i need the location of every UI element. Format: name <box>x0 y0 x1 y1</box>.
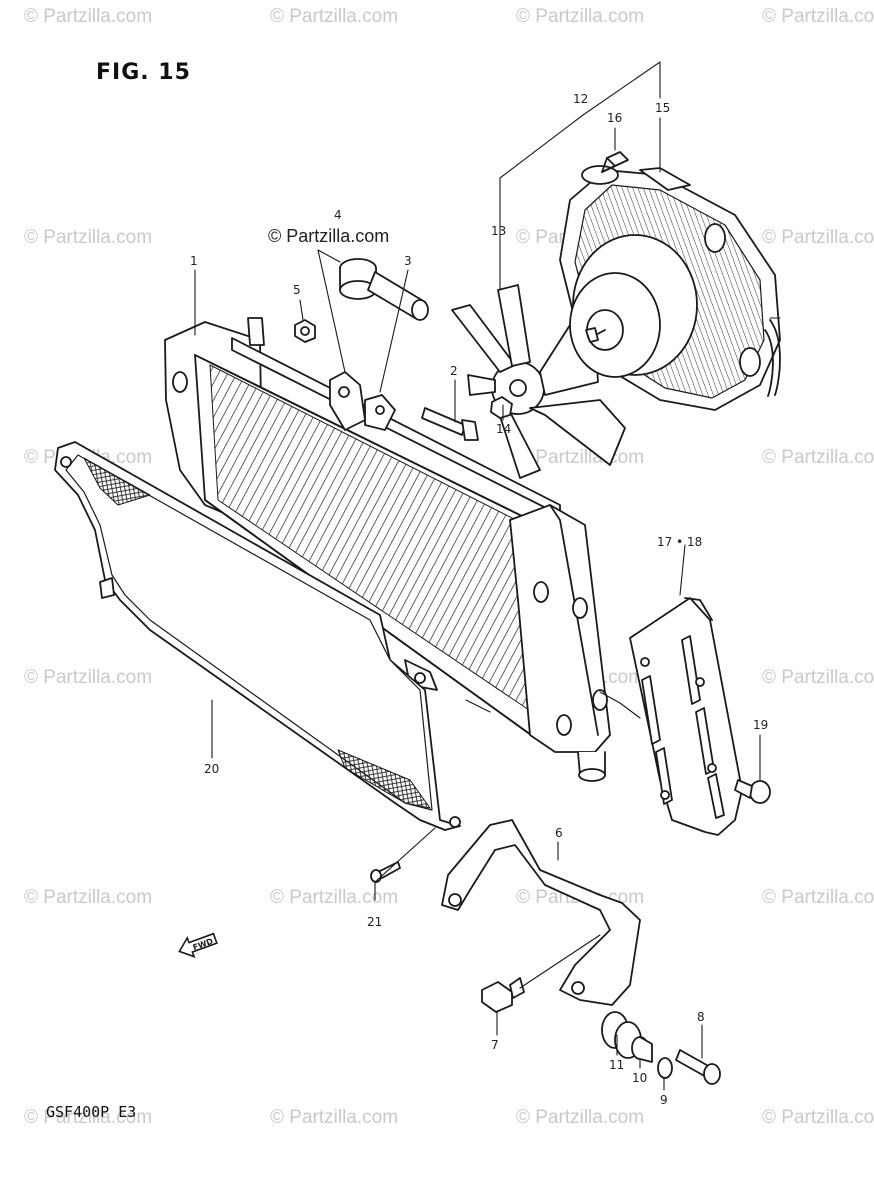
watermark: © Partzilla.com <box>270 6 399 27</box>
watermark: © Partzilla.com <box>762 1107 874 1128</box>
watermark: © Partzilla.com <box>24 6 153 27</box>
watermark: © Partzilla.com <box>762 667 874 688</box>
watermark: © Partzilla.com <box>270 887 399 908</box>
watermark: © Partzilla.com <box>762 887 874 908</box>
callout-20: 20 <box>204 762 220 776</box>
callout-19: 19 <box>753 718 769 732</box>
callout-8: 8 <box>697 1010 705 1024</box>
callout-13: 13 <box>491 224 507 238</box>
callout-12: 12 <box>573 92 589 106</box>
bolt-7 <box>481 977 525 1013</box>
callout-7: 7 <box>491 1038 499 1052</box>
watermark: © Partzilla.com <box>762 6 874 27</box>
collar-10 <box>631 1036 653 1063</box>
radiator <box>164 317 611 782</box>
radiator-guard <box>54 441 461 831</box>
callout-1: 1 <box>190 254 198 268</box>
nut-14 <box>490 396 513 419</box>
callout-16: 16 <box>607 111 623 125</box>
watermark: © Partzilla.com <box>24 227 153 248</box>
washer-9 <box>657 1057 673 1079</box>
lower-bracket <box>441 819 641 1006</box>
fan-motor-assembly <box>559 165 781 411</box>
callout-11: 11 <box>609 1058 625 1072</box>
side-cover <box>629 597 743 836</box>
callout-6: 6 <box>555 826 563 840</box>
callout-15: 15 <box>655 101 671 115</box>
watermark: © Partzilla.com <box>24 1107 153 1128</box>
watermark: © Partzilla.com <box>762 447 874 468</box>
callout-5: 5 <box>293 283 301 297</box>
callout-14: 14 <box>496 422 512 436</box>
fwd-label: FWD <box>192 937 215 953</box>
watermark: © Partzilla.com <box>516 6 645 27</box>
callout-10: 10 <box>632 1071 648 1085</box>
watermark: © Partzilla.com <box>516 1107 645 1128</box>
screw-19 <box>734 779 771 804</box>
leader-lines <box>194 61 781 1091</box>
bolt-2 <box>421 407 479 441</box>
model-code: GSF400P E3 <box>46 1103 137 1121</box>
callout-21: 21 <box>367 915 383 929</box>
fwd-arrow-icon: FWD <box>178 932 218 959</box>
watermark: © Partzilla.com <box>270 1107 399 1128</box>
callout-9: 9 <box>660 1093 668 1107</box>
brand-watermark: © Partzilla.com <box>268 226 390 246</box>
bolt-16 <box>601 151 629 173</box>
collar-and-bushing <box>339 258 429 321</box>
figure-title: FIG. 15 <box>96 60 191 85</box>
bolt-8 <box>675 1049 721 1085</box>
callout-2: 2 <box>450 364 458 378</box>
callout-4: 4 <box>334 208 342 222</box>
watermark: © Partzilla.com <box>762 227 874 248</box>
watermark: © Partzilla.com <box>24 887 153 908</box>
watermark: © Partzilla.com <box>24 667 153 688</box>
callout-17-18: 17 • 18 <box>657 535 703 549</box>
callout-3: 3 <box>404 254 412 268</box>
